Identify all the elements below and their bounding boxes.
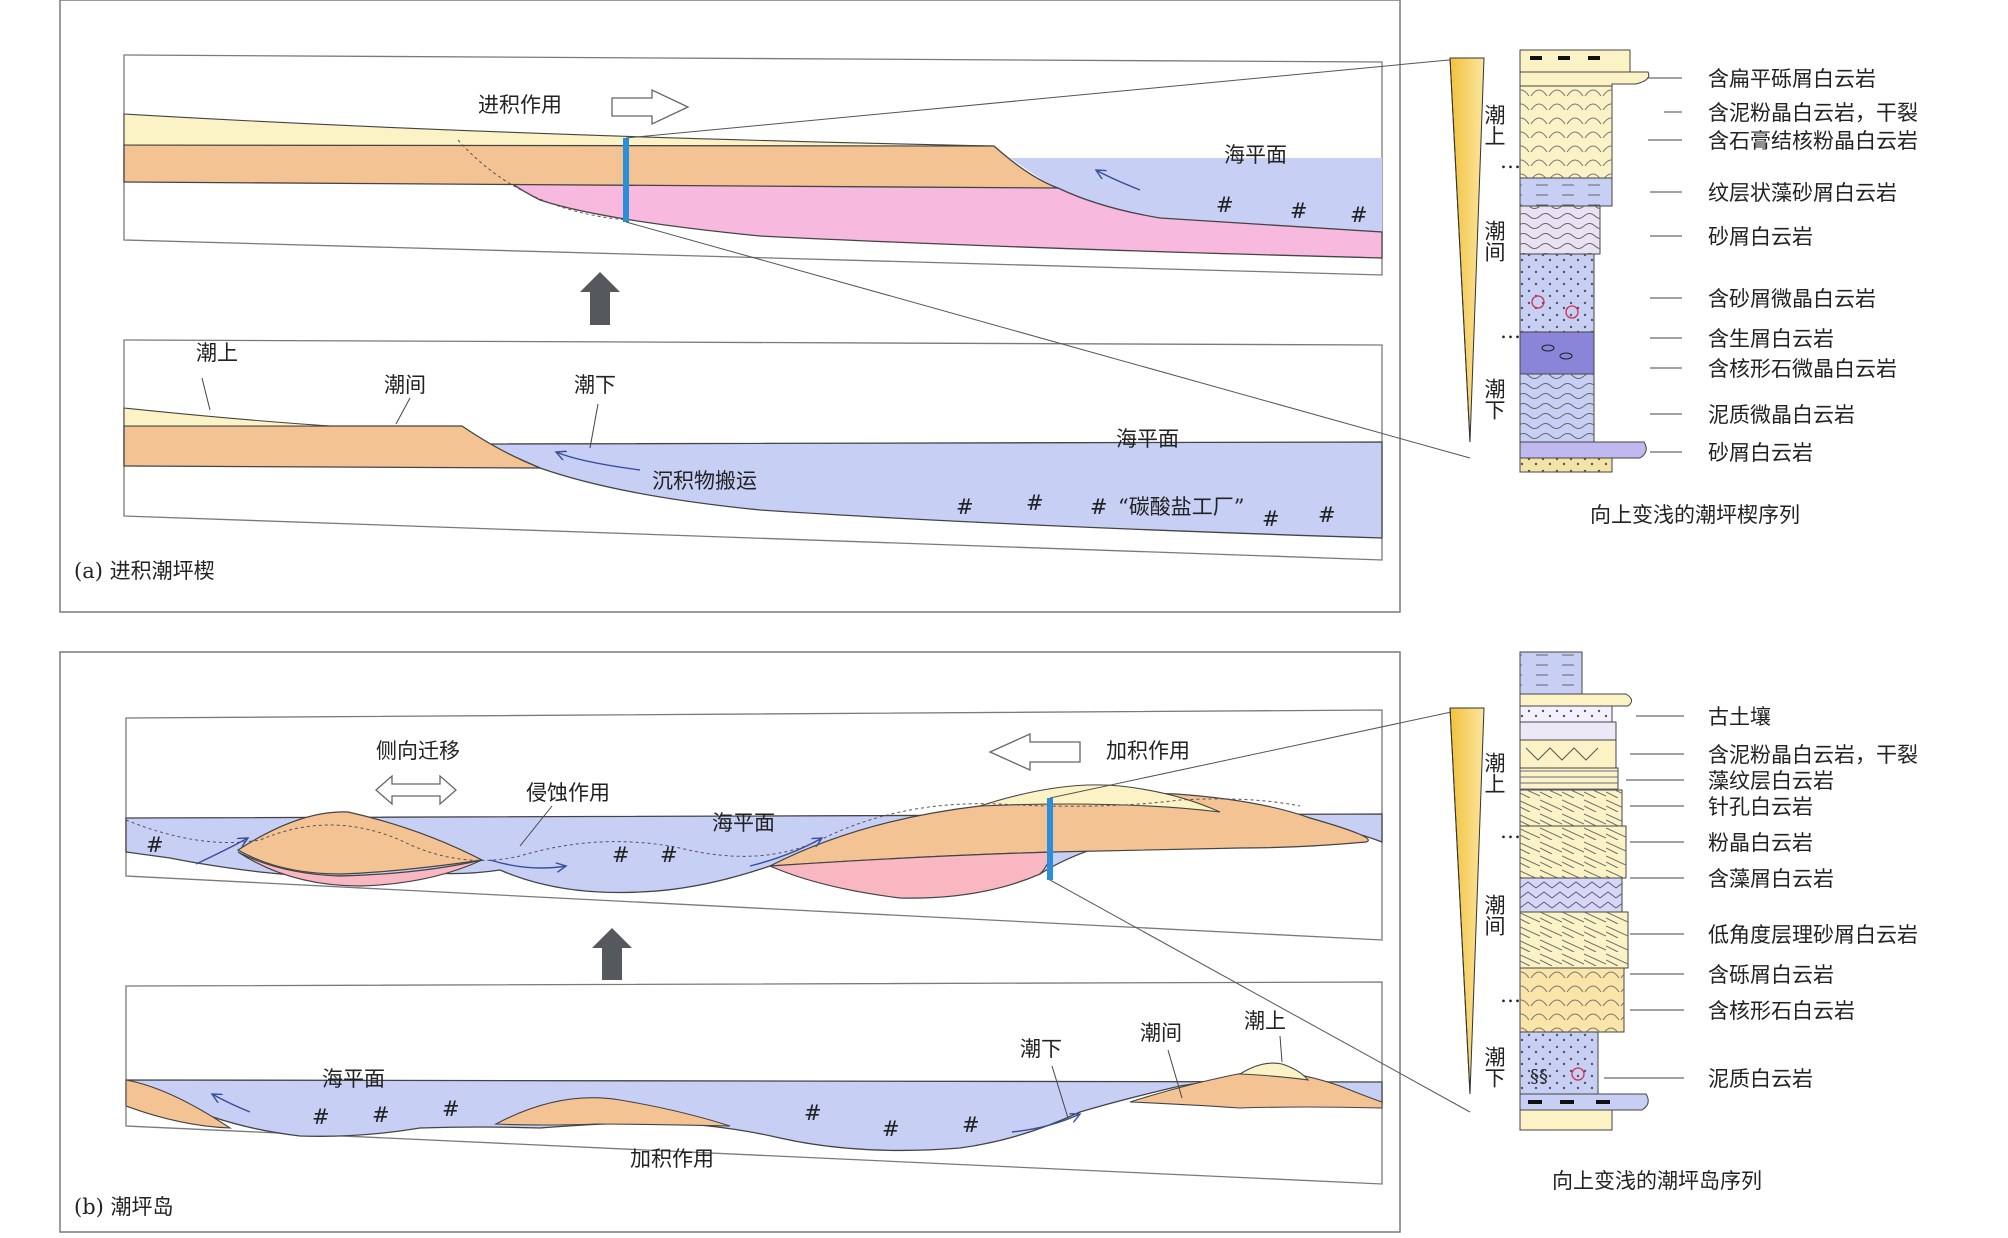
intertidal-label-a: 潮间 (384, 373, 426, 397)
svg-text:#: # (612, 843, 630, 867)
svg-text:#: # (442, 1097, 460, 1121)
dots-a-1: … (1500, 149, 1521, 173)
column-a-zone-supratidal: 潮上 (1482, 104, 1506, 146)
aggradation-label-upper: 加积作用 (1106, 739, 1190, 763)
panel-a-upper-block: # # # (123, 54, 1383, 276)
column-b-label-0: 古土壤 (1708, 705, 1771, 729)
dots-b-2: … (1500, 983, 1521, 1007)
column-b-zone-supratidal: 潮上 (1482, 752, 1506, 794)
sea-level-label-a-lower: 海平面 (1116, 427, 1179, 451)
sea-level-label-b-lower: 海平面 (322, 1067, 385, 1091)
supratidal-label-b: 潮上 (1244, 1009, 1286, 1033)
connector-b-bottom (1049, 879, 1471, 1113)
svg-text:#: # (1318, 503, 1336, 527)
svg-text:#: # (312, 1105, 330, 1129)
svg-text:#: # (1026, 491, 1044, 515)
svg-text:#: # (882, 1117, 900, 1141)
dots-a-2: … (1500, 319, 1521, 343)
column-b-zone-subtidal: 潮下 (1482, 1046, 1506, 1088)
up-arrow-icon-a (580, 272, 620, 325)
column-a-title: 向上变浅的潮坪楔序列 (1590, 503, 1800, 527)
svg-text:#: # (372, 1103, 390, 1127)
carbonate-factory-label: “碳酸盐工厂” (1118, 495, 1244, 519)
strat-column-b: §§ (1519, 651, 1649, 1131)
column-a-label-9: 砂屑白云岩 (1708, 441, 1813, 465)
svg-text:#: # (1262, 507, 1280, 531)
column-a-label-0: 含扁平砾屑白云岩 (1708, 67, 1876, 91)
column-a-label-4: 砂屑白云岩 (1708, 225, 1813, 249)
column-a-label-3: 纹层状藻砂屑白云岩 (1708, 181, 1897, 205)
erosion-leader (519, 805, 553, 847)
subtidal-label-a: 潮下 (574, 373, 616, 397)
column-b-zone-intertidal: 潮间 (1482, 894, 1506, 936)
column-a-label-6: 含生屑白云岩 (1708, 327, 1834, 351)
column-b-label-3: 针孔白云岩 (1708, 795, 1813, 819)
panel-b-caption: (b) 潮坪岛 (74, 1195, 174, 1219)
connector-b-top (1049, 707, 1471, 799)
subtidal-label-b: 潮下 (1020, 1037, 1062, 1061)
column-b-label-7: 含砾屑白云岩 (1708, 963, 1834, 987)
aggradation-label-lower: 加积作用 (630, 1147, 714, 1171)
panel-a-lower-block: # # # # # (123, 339, 1383, 561)
column-a-leaders (1648, 77, 1682, 453)
sea-level-label-b-upper: 海平面 (712, 811, 775, 835)
panel-a-frame (59, 0, 1401, 613)
svg-text:#: # (962, 1113, 980, 1137)
aggradation-arrow (988, 732, 1081, 772)
column-b-title: 向上变浅的潮坪岛序列 (1552, 1169, 1762, 1193)
svg-text:#: # (1290, 199, 1308, 223)
column-b-leaders (1604, 715, 1684, 1079)
column-a-zone-intertidal: 潮间 (1482, 220, 1506, 262)
column-b-label-2: 藻纹层白云岩 (1708, 769, 1834, 793)
supratidal-label-a: 潮上 (196, 341, 238, 365)
column-a-zone-subtidal: 潮下 (1482, 378, 1506, 420)
column-a-label-7: 含核形石微晶白云岩 (1708, 357, 1897, 381)
lateral-label: 侧向迁移 (376, 739, 460, 763)
strat-column-a (1519, 49, 1650, 473)
column-a-label-8: 泥质微晶白云岩 (1708, 403, 1855, 427)
svg-text:#: # (1350, 203, 1368, 227)
column-a-label-1: 含泥粉晶白云岩，干裂 (1708, 101, 1918, 125)
erosion-label: 侵蚀作用 (526, 781, 610, 805)
transport-label: 沉积物搬运 (652, 469, 757, 493)
lateral-migration-arrow (375, 774, 457, 806)
connector-a-top (625, 57, 1471, 139)
svg-text:#: # (1216, 193, 1234, 217)
column-b-label-5: 含藻屑白云岩 (1708, 867, 1834, 891)
column-b-label-9: 泥质白云岩 (1708, 1067, 1813, 1091)
column-a-label-5: 含砂屑微晶白云岩 (1708, 287, 1876, 311)
panel-b-frame (59, 651, 1401, 1233)
svg-text:#: # (146, 833, 164, 857)
column-b-label-8: 含核形石白云岩 (1708, 999, 1855, 1023)
column-b-label-1: 含泥粉晶白云岩，干裂 (1708, 743, 1918, 767)
connector-a-bottom (625, 221, 1471, 459)
burrow-icon: §§ (1530, 1066, 1548, 1087)
svg-text:#: # (660, 843, 678, 867)
intertidal-label-b: 潮间 (1140, 1021, 1182, 1045)
sea-level-label-a-upper: 海平面 (1224, 143, 1287, 167)
svg-text:#: # (956, 495, 974, 519)
panel-a-caption: (a) 进积潮坪楔 (74, 559, 215, 583)
dots-b-1: … (1500, 819, 1521, 843)
progradation-label: 进积作用 (478, 93, 562, 117)
column-b-label-6: 低角度层理砂屑白云岩 (1708, 923, 1918, 947)
column-a-label-2: 含石膏结核粉晶白云岩 (1708, 129, 1918, 153)
panel-b-lower-block: # # # # # # (125, 981, 1383, 1185)
column-b-label-4: 粉晶白云岩 (1708, 831, 1813, 855)
progradation-arrow (611, 88, 690, 126)
up-arrow-icon-b (592, 928, 632, 980)
svg-text:#: # (804, 1101, 822, 1125)
panel-b-upper-block: # # # (125, 709, 1383, 941)
svg-text:#: # (1090, 495, 1108, 519)
